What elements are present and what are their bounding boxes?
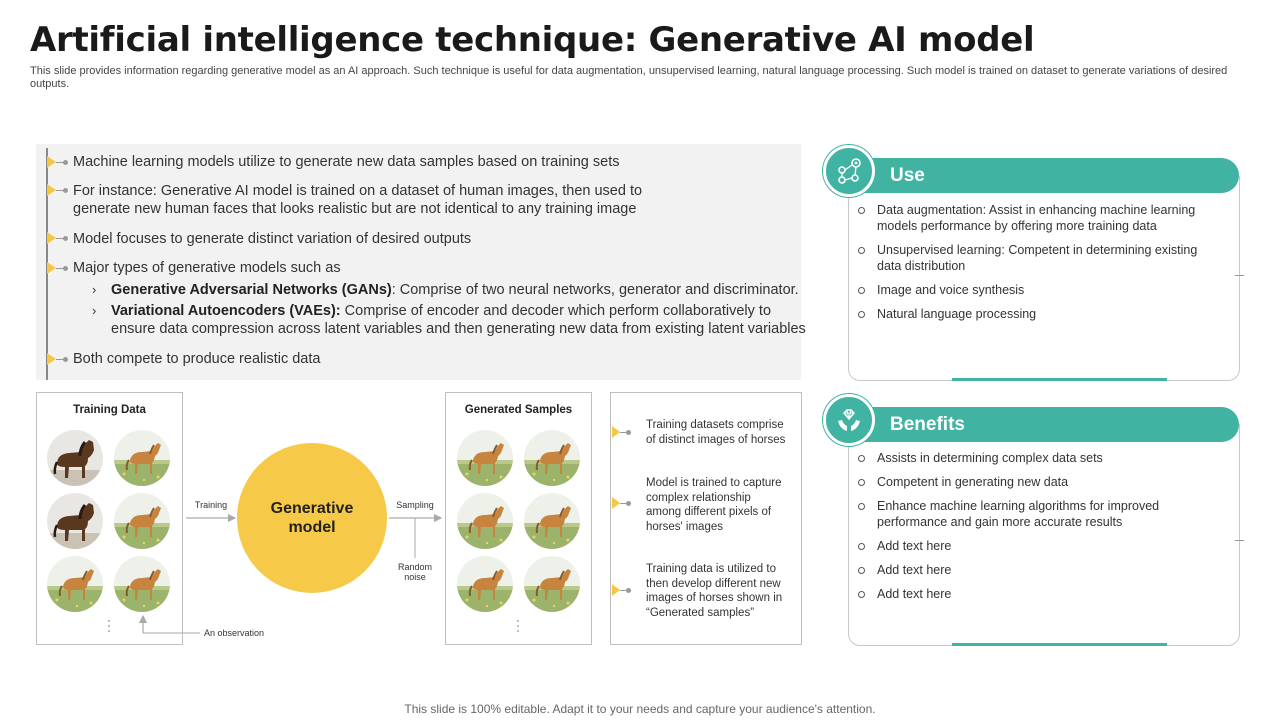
- vaes-description-cont: ensure data compression across latent va…: [111, 321, 806, 337]
- bullet-point-4: Major types of generative models such as: [73, 260, 341, 276]
- random-noise-label: Random noise: [397, 562, 433, 582]
- horse-image: [524, 556, 580, 612]
- hand-gem-icon: [823, 394, 875, 446]
- vaes-description: Comprise of encoder and decoder which pe…: [340, 303, 772, 319]
- footer-note: This slide is 100% editable. Adapt it to…: [404, 702, 876, 716]
- bullet-point-1: Machine learning models utilize to gener…: [73, 154, 620, 170]
- slide-title: Artificial intelligence technique: Gener…: [30, 20, 1035, 60]
- generated-samples-title: Generated Samples: [464, 404, 573, 416]
- gans-description: : Comprise of two neural networks, gener…: [391, 282, 799, 298]
- circle-bullet-icon: [858, 567, 865, 574]
- use-item-1: Data augmentation: Assist in enhancing m…: [877, 203, 1196, 233]
- horse-image: [524, 430, 580, 486]
- circle-bullet-icon: [858, 591, 865, 598]
- note-2: Model is trained to capture complex rela…: [646, 477, 782, 533]
- network-nodes-icon: [823, 145, 875, 197]
- bullet-point-2-line1: For instance: Generative AI model is tra…: [73, 183, 643, 199]
- benefit-item-4: Add text here: [877, 539, 952, 553]
- notes-box: [610, 392, 802, 645]
- note-1: Training datasets comprise of distinct i…: [646, 419, 786, 446]
- circle-bullet-icon: [858, 247, 865, 254]
- circle-bullet-icon: [858, 479, 865, 486]
- use-item-2: Unsupervised learning: Competent in dete…: [877, 243, 1198, 273]
- circle-bullet-icon: [858, 311, 865, 318]
- bullet-point-2-line2: generate new human faces that looks real…: [73, 201, 637, 217]
- training-arrow-label: Training: [194, 500, 228, 510]
- generative-model-node: Generative model: [237, 443, 387, 593]
- bullet-marker-icon: [47, 353, 69, 365]
- key-points-panel: [36, 144, 801, 380]
- use-card: [848, 176, 1240, 381]
- circle-bullet-icon: [858, 543, 865, 550]
- chevron-right-icon: ›: [92, 282, 97, 297]
- note-marker-icon: [612, 497, 632, 509]
- circle-bullet-icon: [858, 455, 865, 462]
- bullet-marker-icon: [47, 184, 69, 196]
- card-tick: [1235, 275, 1244, 276]
- bullet-marker-icon: [47, 156, 69, 168]
- bullet-marker-icon: [47, 262, 69, 274]
- horse-image: [457, 430, 513, 486]
- benefit-item-5: Add text here: [877, 563, 952, 577]
- model-label-line1: Generative: [270, 500, 354, 517]
- note-3: Training data is utilized to then develo…: [646, 563, 783, 619]
- bullet-marker-icon: [47, 232, 69, 244]
- horse-image: [524, 493, 580, 549]
- horse-image: [457, 493, 513, 549]
- chevron-right-icon: ›: [92, 303, 97, 318]
- card-tick: [1235, 540, 1244, 541]
- model-label-line2: model: [288, 519, 336, 536]
- benefit-item-2: Competent in generating new data: [877, 475, 1069, 489]
- circle-bullet-icon: [858, 287, 865, 294]
- sampling-arrow-label: Sampling: [396, 500, 434, 510]
- use-item-4: Natural language processing: [877, 307, 1037, 321]
- training-data-title: Training Data: [73, 404, 146, 416]
- benefit-item-6: Add text here: [877, 587, 952, 601]
- benefit-item-3: Enhance machine learning algorithms for …: [877, 499, 1160, 529]
- benefits-card-header: Benefits: [828, 407, 1239, 442]
- note-marker-icon: [612, 426, 632, 438]
- vaes-term: Variational Autoencoders (VAEs):: [111, 303, 341, 319]
- bullet-point-3: Model focuses to generate distinct varia…: [73, 231, 472, 247]
- benefits-card: [848, 424, 1240, 646]
- use-card-header: Use: [828, 158, 1239, 193]
- use-item-3: Image and voice synthesis: [877, 283, 1025, 297]
- card-accent-bar: [952, 378, 1167, 381]
- ellipsis-vertical-icon: [516, 620, 520, 635]
- slide-subtitle: This slide provides information regardin…: [30, 65, 1228, 90]
- card-accent-bar: [952, 643, 1167, 646]
- circle-bullet-icon: [858, 503, 865, 510]
- gans-term: Generative Adversarial Networks (GANs): [111, 282, 392, 298]
- ellipsis-vertical-icon: [107, 620, 111, 635]
- benefit-item-1: Assists in determining complex data sets: [877, 451, 1103, 465]
- bullet-point-5: Both compete to produce realistic data: [73, 351, 321, 367]
- circle-bullet-icon: [858, 207, 865, 214]
- observation-label: An observation: [204, 628, 265, 638]
- horse-image: [457, 556, 513, 612]
- note-marker-icon: [612, 584, 632, 596]
